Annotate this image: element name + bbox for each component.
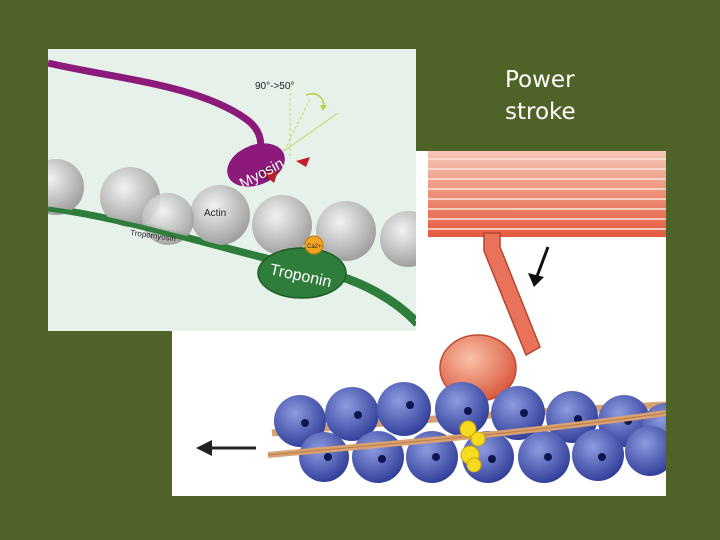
slide-title: Power stroke (505, 64, 576, 128)
myosin-neck (483, 232, 541, 357)
lower-illustration-svg (196, 151, 666, 483)
calcium-ion-icon (304, 235, 324, 255)
thick-filament (428, 151, 666, 237)
stroke-direction-arrow-icon (528, 246, 550, 287)
myosin-head (227, 143, 285, 187)
slide-title-line1: Power (505, 67, 575, 93)
upper-illustration: 90°->50° Troponin Ca2+ Myosin (48, 49, 416, 331)
angle-indicator (283, 83, 339, 159)
phosphate-icon (296, 157, 310, 167)
lower-illustration (172, 151, 666, 496)
slide-title-line2: stroke (505, 99, 576, 125)
actin-filament (48, 159, 416, 267)
angle-label: 90°->50° (255, 81, 294, 92)
calcium-label: Ca2+ (307, 244, 322, 250)
upper-illustration-svg: 90°->50° Troponin Ca2+ Myosin (48, 59, 416, 327)
actin-label: Actin (204, 208, 226, 219)
myosin-tail (48, 59, 265, 152)
troponin (257, 247, 347, 299)
troponin-complex-lower (459, 420, 486, 473)
movement-arrow-left-icon (196, 440, 256, 456)
